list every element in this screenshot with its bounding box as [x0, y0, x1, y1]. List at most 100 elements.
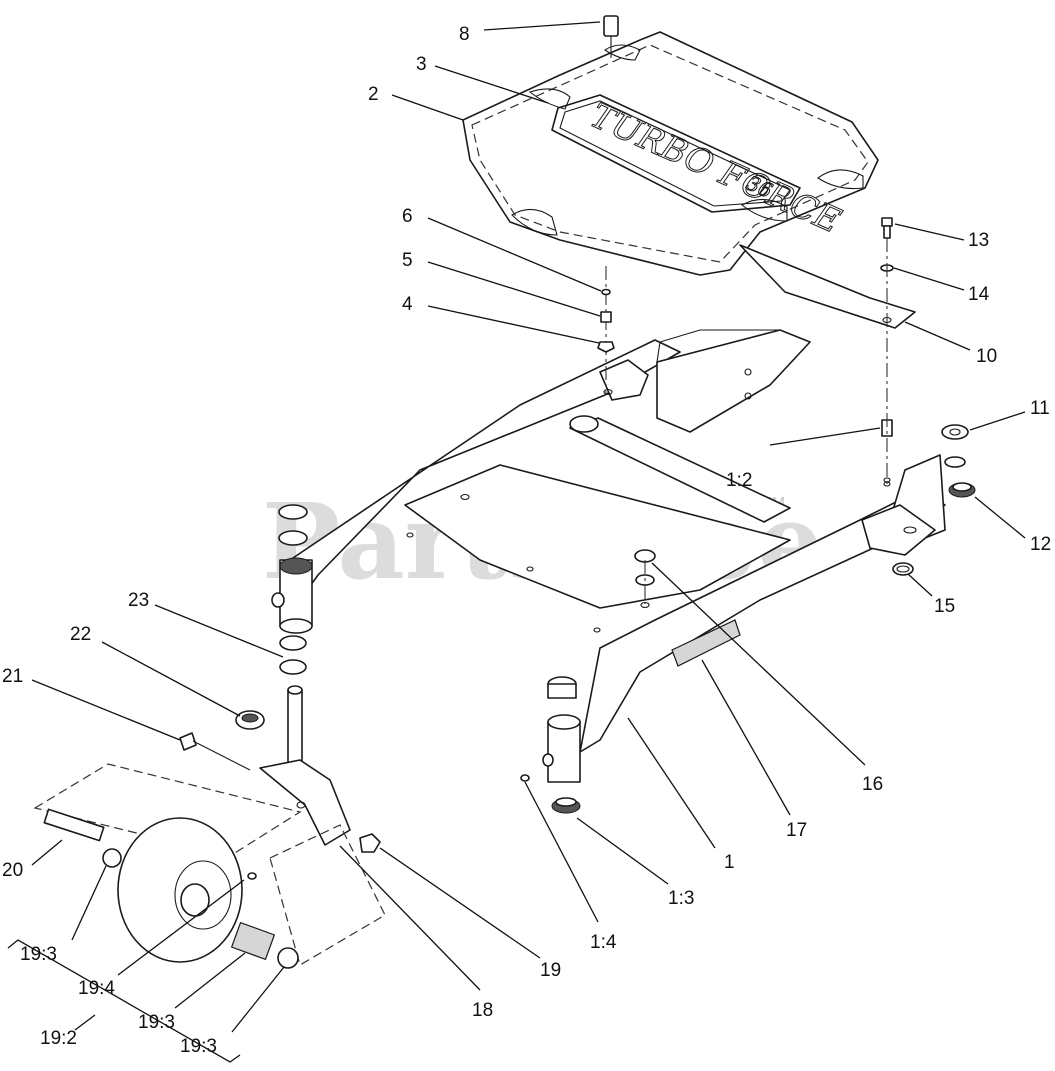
leader-16 [701, 659, 791, 816]
seat-pan-inner-edge [471, 44, 869, 263]
leader-19-2 [174, 952, 246, 1009]
spacer-15 [634, 549, 656, 604]
leader-13 [893, 267, 965, 291]
fork-axle-hole [296, 801, 306, 809]
callout-23: 23 [128, 590, 149, 611]
callout-21: 21 [2, 666, 23, 687]
leader-17 [339, 845, 481, 991]
roller-bearing-19-2 [230, 921, 276, 961]
seat-pocket [604, 44, 641, 61]
pivot-tube-right [547, 721, 581, 783]
callout-19: 19:2 [40, 1028, 77, 1049]
leader-19-3b [231, 966, 285, 1033]
main-frame [289, 329, 946, 753]
seat-decal-border [559, 100, 791, 207]
seat-pocket [741, 198, 788, 222]
bushing-upper-a [278, 504, 308, 520]
pivot-tube-top [279, 557, 313, 575]
axle-20 [43, 808, 105, 842]
leader-1-2 [769, 427, 881, 446]
leader-5 [427, 261, 601, 317]
leader-1-4 [524, 781, 599, 923]
bushing-10 [941, 424, 969, 440]
frame-hole [460, 493, 470, 501]
frame-cross-tube-end [569, 415, 599, 433]
callout-16: 17 [786, 820, 807, 841]
leader-19-3a [71, 865, 107, 941]
bolt-shank-12 [883, 225, 891, 239]
bushing-1-3-top-body [547, 683, 577, 699]
phantom-plane-lower [269, 824, 386, 966]
leader-23 [154, 604, 284, 658]
callout-2: 2 [368, 84, 379, 105]
leader-18 [379, 847, 541, 959]
callout-22: 22 [70, 624, 91, 645]
leader-12 [894, 223, 965, 241]
kit-bracket-19 [7, 939, 241, 1063]
bolt-head-12 [881, 217, 893, 227]
callout-14: 15 [934, 596, 955, 617]
washer-23b [279, 659, 307, 675]
phantom-plane-upper [33, 763, 302, 857]
callout-19-4: 19:4 [78, 978, 115, 999]
washer-10b [944, 456, 966, 468]
frame-hole [526, 566, 534, 572]
callout-1: 1 [724, 852, 735, 873]
leader-21 [31, 679, 181, 741]
leader-1 [627, 717, 716, 849]
seat-strap [739, 244, 916, 329]
leader-8 [904, 321, 971, 351]
bolt-21 [179, 732, 251, 771]
washer-6 [601, 288, 611, 296]
retaining-ring-14 [892, 562, 914, 576]
seat-pan: TURBO FORCE 36 [462, 31, 879, 276]
fork-stem [287, 689, 303, 771]
callout-1-3: 1:3 [668, 888, 694, 909]
grease-fitting-1-4 [520, 774, 530, 782]
bushing-upper-b [278, 530, 308, 546]
pivot-tube-right-top [547, 714, 581, 730]
washer-23a [279, 635, 307, 651]
seat-pin-head [603, 15, 619, 37]
bearing-19-3-left [102, 848, 122, 868]
wheel-tire [117, 817, 243, 963]
leader-19 [74, 1014, 96, 1031]
callout-11: 12 [1030, 534, 1051, 555]
callout-4: 4 [402, 294, 413, 315]
leader-1-3 [576, 817, 669, 885]
leader-19-4 [117, 879, 245, 976]
leader-22 [101, 641, 241, 717]
left-upright-bracket [656, 329, 811, 433]
fork-stem-top [287, 685, 303, 695]
grease-fitting-19-4 [247, 872, 257, 880]
left-pivot-assembly [271, 504, 313, 675]
seat-pocket [817, 169, 864, 190]
left-bracket-edge [656, 329, 781, 363]
bracket-hole [744, 368, 752, 376]
wheel-hub [180, 883, 210, 917]
pivot-tube-bottom [279, 618, 313, 634]
right-pivot-assembly [520, 676, 581, 814]
leader-10 [969, 411, 1026, 431]
leader-2 [391, 94, 464, 121]
caster-wheel [33, 763, 386, 969]
leader-4 [427, 305, 600, 344]
frame-hole [640, 601, 650, 609]
bolt-21-shank [192, 740, 251, 771]
nut-18 [359, 833, 381, 853]
bearing-19-3-right [277, 947, 299, 969]
callout-19-2: 19:3 [138, 1012, 175, 1033]
bracket-hole [744, 392, 752, 400]
right-seat-fasteners [880, 217, 894, 487]
leader-lines [31, 21, 1026, 1033]
callout-labels: 8 3 2 6 5 4 13 14 10 11 1:2 12 15 16 17 … [2, 24, 1051, 1057]
hinge-bushings [892, 424, 976, 576]
callout-13: 14 [968, 284, 990, 305]
leader-7 [483, 21, 601, 31]
seat-pocket [511, 208, 558, 236]
frame-hole [593, 627, 601, 633]
hub-cap-top [241, 713, 259, 723]
leader-3 [434, 65, 549, 104]
callout-15: 16 [862, 774, 883, 795]
